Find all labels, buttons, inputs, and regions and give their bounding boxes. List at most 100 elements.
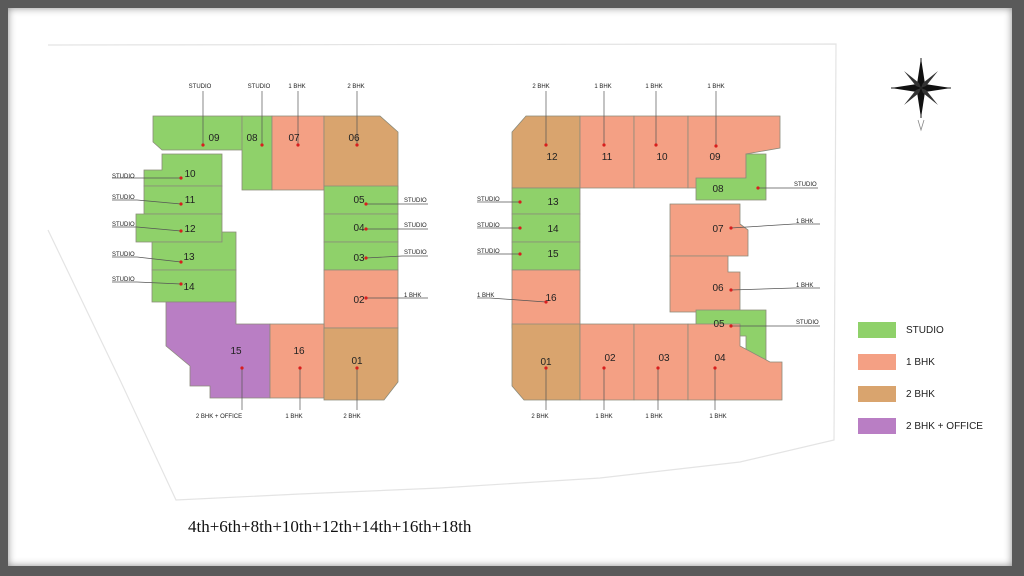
right-callout-02: 1 BHK: [595, 414, 612, 420]
right-unit-number-09: 09: [709, 152, 721, 163]
left-marker-02: [364, 296, 368, 300]
left-marker-09: [201, 143, 205, 147]
legend-label-bhk2: 2 BHK: [906, 389, 935, 400]
left-marker-12: [179, 229, 183, 233]
legend-label-studio: STUDIO: [906, 325, 944, 336]
left-unit-08: [241, 115, 273, 191]
compass-north-icon: [891, 58, 951, 132]
right-unit-number-10: 10: [656, 152, 668, 163]
right-unit-04: [687, 323, 783, 401]
left-callout-05: STUDIO: [404, 198, 427, 204]
left-unit-number-09: 09: [208, 133, 220, 144]
right-marker-04: [713, 366, 717, 370]
left-callout-07: 1 BHK: [288, 84, 305, 90]
left-unit-number-11: 11: [185, 195, 196, 206]
left-marker-13: [179, 260, 183, 264]
left-callout-10: STUDIO: [112, 174, 135, 180]
right-unit-number-06: 06: [712, 283, 724, 294]
left-unit-number-10: 10: [184, 169, 196, 180]
right-unit-14: [511, 213, 581, 243]
left-unit-number-06: 06: [348, 133, 360, 144]
left-marker-10: [179, 176, 183, 180]
left-leader-11: [136, 199, 182, 205]
right-callout-03: 1 BHK: [645, 414, 662, 420]
right-leader-16: [489, 297, 547, 303]
left-callout-15: 2 BHK + OFFICE: [196, 414, 242, 420]
left-callout-16: 1 BHK: [285, 414, 302, 420]
left-unit-number-12: 12: [184, 224, 196, 235]
right-callout-05: STUDIO: [796, 320, 819, 326]
left-callout-03: STUDIO: [404, 250, 427, 256]
right-leader-07: [730, 223, 795, 229]
right-callout-16: 1 BHK: [477, 293, 494, 299]
right-callout-01: 2 BHK: [531, 414, 548, 420]
right-unit-06: [669, 255, 741, 313]
left-unit-15: [165, 301, 271, 399]
left-unit-10: [143, 153, 223, 187]
right-marker-07: [729, 226, 733, 230]
legend-swatch-office: [858, 418, 896, 434]
legend-label-bhk1: 1 BHK: [906, 357, 935, 368]
legend-swatch-studio: [858, 322, 896, 338]
left-callout-09: STUDIO: [189, 84, 212, 90]
left-unit-number-04: 04: [353, 223, 365, 234]
left-callout-11: STUDIO: [112, 195, 135, 201]
right-unit-number-16: 16: [545, 293, 557, 304]
left-unit-number-13: 13: [183, 252, 195, 263]
legend-swatch-bhk1: [858, 354, 896, 370]
left-unit-number-08: 08: [246, 133, 258, 144]
right-callout-11: 1 BHK: [594, 84, 611, 90]
right-unit-number-07: 07: [712, 224, 724, 235]
right-marker-06: [729, 288, 733, 292]
left-callout-14: STUDIO: [112, 277, 135, 283]
left-callout-06: 2 BHK: [347, 84, 364, 90]
left-unit-number-05: 05: [353, 195, 365, 206]
right-callout-10: 1 BHK: [645, 84, 662, 90]
right-marker-01: [544, 366, 548, 370]
left-marker-06: [355, 143, 359, 147]
right-unit-01: [511, 323, 581, 401]
right-callout-14: STUDIO: [477, 223, 500, 229]
left-marker-15: [240, 366, 244, 370]
left-marker-05: [364, 202, 368, 206]
left-unit-16: [269, 323, 325, 399]
right-callout-12: 2 BHK: [532, 84, 549, 90]
right-unit-number-08: 08: [712, 184, 724, 195]
left-unit-01: [323, 327, 399, 401]
right-marker-09: [714, 144, 718, 148]
right-unit-07: [669, 203, 749, 257]
left-unit-09: [152, 115, 245, 151]
left-marker-04: [364, 227, 368, 231]
site-boundary: [47, 43, 837, 501]
right-marker-12: [544, 143, 548, 147]
left-callout-08: STUDIO: [248, 84, 271, 90]
left-unit-number-16: 16: [293, 346, 305, 357]
callouts-layer: STUDIO STUDIO 1 BHK 2 BHK STUDIO STUDIO STUDIO…: [112, 84, 820, 420]
right-marker-05: [729, 324, 733, 328]
right-callout-09: 1 BHK: [707, 84, 724, 90]
left-marker-03: [364, 256, 368, 260]
right-unit-number-01: 01: [540, 357, 552, 368]
left-marker-11: [179, 202, 183, 206]
left-leader-13: [136, 256, 182, 263]
right-unit-number-11: 11: [602, 152, 613, 163]
right-marker-11: [602, 143, 606, 147]
right-unit-number-15: 15: [547, 249, 559, 260]
right-marker-15: [518, 252, 522, 256]
right-marker-16: [544, 300, 548, 304]
right-marker-03: [656, 366, 660, 370]
right-marker-14: [518, 226, 522, 230]
right-callout-07: 1 BHK: [796, 219, 813, 225]
right-leader-06: [730, 287, 795, 291]
legend-swatch-bhk2: [858, 386, 896, 402]
left-marker-07: [296, 143, 300, 147]
right-unit-15: [511, 241, 581, 271]
legend-label-office: 2 BHK + OFFICE: [906, 421, 983, 432]
right-unit-number-04: 04: [714, 353, 726, 364]
right-callout-04: 1 BHK: [709, 414, 726, 420]
left-leader-14: [136, 281, 182, 285]
left-marker-16: [298, 366, 302, 370]
